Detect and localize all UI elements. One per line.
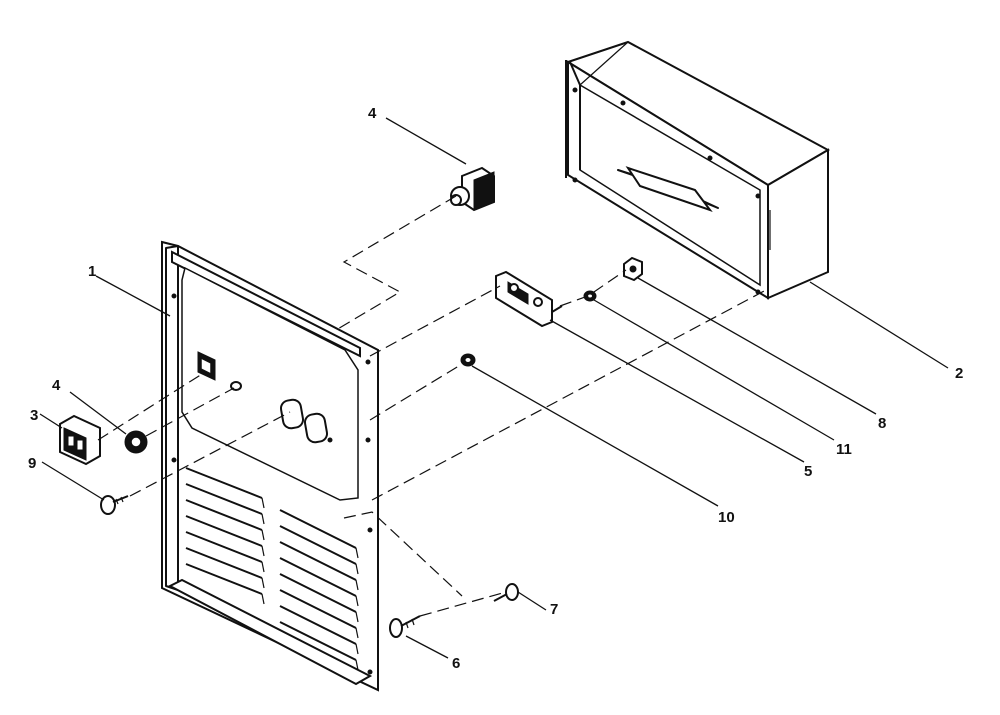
grommet-left: [124, 430, 148, 454]
callout-labels: 1 2 3 4 4 5 6 7 8 9 10 11: [28, 105, 963, 672]
callout-2: 2: [955, 365, 963, 382]
front-panel: [161, 240, 379, 692]
vent-louvers: [185, 467, 359, 671]
leader-lines: [39, 117, 949, 659]
circuit-breaker-top: [450, 166, 495, 212]
callout-6: 6: [452, 655, 460, 672]
washer-10: [460, 353, 476, 367]
callout-9: 9: [28, 455, 36, 472]
rear-housing-box: [565, 40, 831, 300]
callout-10: 10: [718, 509, 735, 526]
screw-part-6: [389, 615, 421, 638]
callout-4-left: 4: [52, 377, 61, 394]
outlet-receptacle: [495, 270, 563, 328]
callout-11: 11: [836, 441, 852, 458]
callout-3: 3: [30, 407, 38, 424]
washer-11: [583, 290, 597, 302]
callout-8: 8: [878, 415, 886, 432]
callout-7: 7: [550, 601, 558, 618]
screw-part-9: [100, 495, 129, 515]
callout-5: 5: [804, 463, 812, 480]
hex-nut-8: [623, 256, 643, 282]
rocker-switch: [59, 414, 101, 466]
callout-1: 1: [88, 263, 96, 280]
callout-4-top: 4: [368, 105, 377, 122]
screw-part-7: [493, 583, 519, 602]
assembly-lines: [97, 195, 767, 617]
